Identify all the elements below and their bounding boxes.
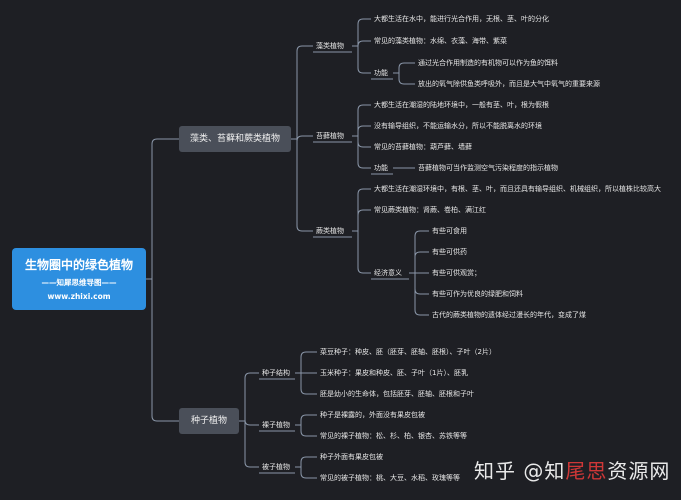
connector-11 <box>352 125 371 137</box>
algae-item-2: 常见的藻类植物：水绵、衣藻、海带、紫菜 <box>374 37 507 45</box>
fern-economic-node[interactable]: 经济意义 <box>374 269 402 277</box>
fern-economic-item-1: 有些可食用 <box>432 227 467 235</box>
connector-24 <box>239 419 259 426</box>
root-subtitle: ——知犀思维导图—— <box>41 278 117 287</box>
fern-economic-item-4: 有些可作为优良的绿肥和饲料 <box>432 290 523 298</box>
moss-item-1: 大都生活在潮湿的陆地环境中，一般有茎、叶，根为假根 <box>374 101 549 109</box>
connector-29 <box>295 414 317 426</box>
moss-node[interactable]: 苔藓植物 <box>316 132 344 140</box>
angiosperm-item-1: 种子外面有果皮包被 <box>320 453 383 461</box>
fern-economic-item-2: 有些可供药 <box>432 248 467 256</box>
seed-structure-node[interactable]: 种子结构 <box>262 369 290 377</box>
algae-node[interactable]: 藻类植物 <box>316 42 344 50</box>
connector-5 <box>352 18 371 47</box>
connector-31 <box>295 456 317 468</box>
connector-10 <box>352 104 371 137</box>
moss-function-item: 苔藓植物可当作监测空气污染程度的指示植物 <box>418 164 558 172</box>
branch-seed-plants[interactable]: 种子植物 <box>179 408 239 434</box>
moss-item-2: 没有输导组织，不能运输水分，所以不能脱离水的环境 <box>374 122 542 130</box>
connector-4 <box>291 138 313 232</box>
connector-6 <box>352 40 371 47</box>
connector-22 <box>409 272 429 316</box>
connector-1 <box>146 278 179 422</box>
watermark-part-4: 资源网 <box>607 459 671 483</box>
connector-8 <box>393 62 415 74</box>
angiosperm-node[interactable]: 被子植物 <box>262 463 290 471</box>
connector-9 <box>393 72 415 85</box>
moss-item-3: 常见的苔藓植物：葫芦藓、墙藓 <box>374 143 472 151</box>
connector-32 <box>295 466 317 479</box>
fern-item-2: 常见蕨类植物：肾蕨、卷柏、满江红 <box>374 206 486 214</box>
algae-function-node[interactable]: 功能 <box>374 69 388 77</box>
connector-19 <box>409 251 429 274</box>
seed-structure-item-2: 玉米种子：果皮和种皮、胚、子叶（1片）、胚乳 <box>320 369 468 377</box>
gymnosperm-node[interactable]: 裸子植物 <box>262 421 290 429</box>
seed-structure-item-1: 菜豆种子：种皮、胚（胚芽、胚轴、胚根）、子叶（2片） <box>320 348 496 356</box>
algae-function-item-2: 放出的氧气除供鱼类呼吸外，而且是大气中氧气的重要来源 <box>418 80 600 88</box>
root-node[interactable]: 生物圈中的绿色植物 ——知犀思维导图—— www.zhixi.com <box>12 248 146 310</box>
gymnosperm-item-2: 常见的裸子植物：松、杉、柏、银杏、苏铁等等 <box>320 432 467 440</box>
connector-16 <box>352 209 371 232</box>
seed-structure-item-3: 胚是幼小的生命体，包括胚芽、胚轴、胚根和子叶 <box>320 390 474 398</box>
fern-economic-item-5: 古代的蕨类植物的遗体经过漫长的年代，变成了煤 <box>432 311 586 319</box>
root-title: 生物圈中的绿色植物 <box>24 258 133 272</box>
connector-21 <box>409 272 429 295</box>
connector-0 <box>146 138 179 280</box>
watermark: 知乎 @知尾思资源网 <box>474 455 670 484</box>
root-site: www.zhixi.com <box>47 292 111 301</box>
fern-item-1: 大都生活在潮湿环境中，有根、茎、叶，而且还具有输导组织、机械组织，所以植株比较高… <box>374 185 661 193</box>
watermark-part-1: 知乎 <box>474 459 516 483</box>
gymnosperm-item-1: 种子是裸露的，外面没有果皮包被 <box>320 411 425 419</box>
connector-25 <box>239 420 259 468</box>
connector-7 <box>352 45 371 74</box>
watermark-part-3: 尾思 <box>565 459 608 483</box>
branch-algae-moss-fern[interactable]: 藻类、苔藓和蕨类植物 <box>179 126 291 152</box>
connector-18 <box>409 230 429 274</box>
connector-23 <box>239 372 259 422</box>
connector-15 <box>352 188 371 232</box>
connector-28 <box>295 372 317 395</box>
connector-26 <box>295 351 317 374</box>
connector-30 <box>295 424 317 437</box>
watermark-part-2: @知 <box>516 459 566 483</box>
fern-economic-item-3: 有些可供观赏； <box>432 269 481 277</box>
connector-2 <box>291 45 313 140</box>
algae-function-item-1: 通过光合作用制造的有机物可以作为鱼的饵料 <box>418 59 558 67</box>
algae-item-1: 大都生活在水中，能进行光合作用，无根、茎、叶的分化 <box>374 15 549 23</box>
fern-node[interactable]: 蕨类植物 <box>316 227 344 235</box>
connector-12 <box>352 135 371 148</box>
angiosperm-item-2: 常见的被子植物：桃、大豆、水稻、玫瑰等等 <box>320 474 460 482</box>
moss-function-node[interactable]: 功能 <box>374 164 388 172</box>
connector-13 <box>352 135 371 169</box>
connector-17 <box>352 230 371 274</box>
